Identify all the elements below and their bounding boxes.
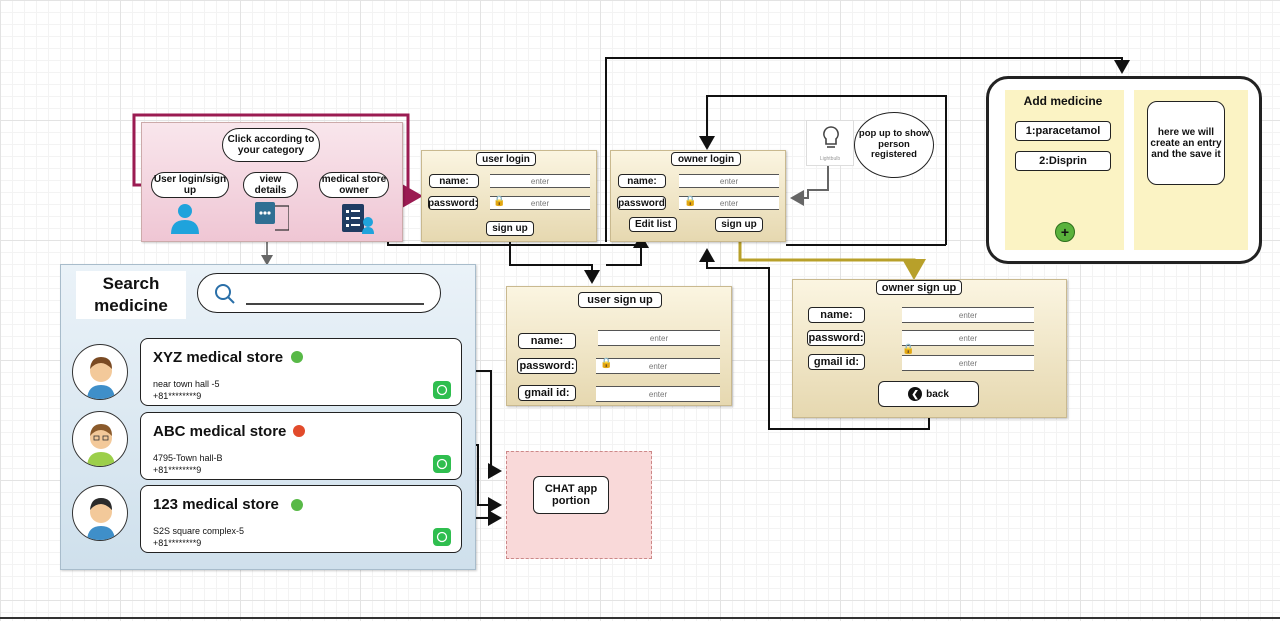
owner-login-name-field[interactable]: enter (679, 174, 779, 188)
avatar (72, 485, 128, 541)
whatsapp-icon[interactable] (433, 528, 451, 546)
popup-message: pop up to show person registered (854, 112, 934, 178)
details-icon (255, 202, 289, 231)
owner-signup-name-field[interactable]: enter (902, 307, 1034, 323)
user-login-name-label: name: (429, 174, 479, 188)
view-details-button[interactable]: view details (243, 172, 298, 198)
checklist-icon (342, 204, 374, 234)
user-icon (171, 204, 199, 234)
owner-login-signup-button[interactable]: sign up (715, 217, 763, 232)
boy-avatar-icon (87, 357, 115, 399)
search-icon (215, 284, 235, 304)
owner-signup-gmail-field[interactable]: enter (902, 355, 1034, 371)
lock-icon: 🔒 (600, 358, 613, 369)
category-instruction: Click according to your category (222, 128, 320, 162)
user-signup-password-field[interactable]: enter (596, 358, 720, 374)
bottom-divider (0, 617, 1280, 619)
owner-signup-password-label: password: (807, 330, 865, 346)
owner-login-password-field[interactable]: enter (679, 196, 779, 210)
store-card-123[interactable]: 123 medical store S2S square complex-5 +… (140, 485, 462, 553)
medical-store-owner-button[interactable]: medical store owner (319, 172, 389, 198)
user-login-signup-button[interactable]: User login/sign up (151, 172, 229, 198)
owner-login-password-label: password (617, 196, 666, 210)
owner-signup-gmail-label: gmail id: (808, 354, 865, 370)
status-dot (293, 425, 305, 437)
lightbulb-caption: Lightbulb (819, 156, 841, 162)
store-address: 4795-Town hall-B (153, 453, 223, 463)
user-signup-name-field[interactable]: enter (598, 330, 720, 346)
lock-icon: 🔒 (902, 344, 915, 355)
store-name: 123 medical store (153, 496, 279, 513)
owner-signup-password-field[interactable]: enter (902, 330, 1034, 346)
medicine-item-2[interactable]: 2:Disprin (1015, 151, 1111, 171)
user-signup-gmail-field[interactable]: enter (596, 386, 720, 402)
owner-signup-name-label: name: (808, 307, 865, 323)
store-address: near town hall -5 (153, 379, 220, 389)
search-title: Search medicine (76, 271, 186, 319)
boy-avatar-icon (87, 498, 115, 540)
store-name: ABC medical store (153, 423, 287, 440)
lock-icon: 🔒 (684, 196, 697, 207)
user-signup-title: user sign up (578, 292, 662, 308)
store-phone: +81********9 (153, 538, 202, 548)
search-input[interactable] (197, 273, 441, 313)
owner-signup-title: owner sign up (876, 280, 962, 295)
status-dot (291, 351, 303, 363)
back-arrow-icon: ❮ (908, 387, 923, 401)
store-phone: +81********9 (153, 465, 202, 475)
store-name: XYZ medical store (153, 349, 284, 366)
add-item-button[interactable]: + (1055, 222, 1075, 242)
store-card-abc[interactable]: ABC medical store 4795-Town hall-B +81**… (140, 412, 462, 480)
back-button[interactable]: ❮ back (878, 381, 979, 407)
add-medicine-title: Add medicine (1023, 94, 1103, 108)
user-login-signup-button[interactable]: sign up (486, 221, 534, 236)
user-signup-gmail-label: gmail id: (518, 385, 576, 401)
status-dot (291, 499, 303, 511)
lightbulb-icon (823, 126, 839, 148)
avatar (72, 411, 128, 467)
whatsapp-icon[interactable] (433, 381, 451, 399)
medicine-item-1[interactable]: 1:paracetamol (1015, 121, 1111, 141)
back-label: back (926, 388, 949, 400)
search-underline (246, 303, 424, 305)
user-signup-name-label: name: (518, 333, 576, 349)
lightbulb-box: Lightbulb (806, 120, 854, 166)
lock-icon: 🔒 (493, 196, 506, 207)
avatar (72, 344, 128, 400)
owner-login-title: owner login (671, 152, 741, 166)
user-login-title: user login (476, 152, 536, 166)
edit-list-button[interactable]: Edit list (629, 217, 677, 232)
chat-portion-label: CHAT app portion (533, 476, 609, 514)
boy-avatar-icon (87, 424, 115, 466)
store-address: S2S square complex-5 (153, 526, 245, 536)
user-login-name-field[interactable]: enter (490, 174, 590, 188)
user-login-password-field[interactable]: enter (490, 196, 590, 210)
whatsapp-icon[interactable] (433, 455, 451, 473)
user-signup-password-label: password: (517, 358, 577, 374)
owner-login-name-label: name: (618, 174, 666, 188)
user-login-password-label: password: (428, 196, 479, 210)
store-card-xyz[interactable]: XYZ medical store near town hall -5 +81*… (140, 338, 462, 406)
medicine-note: here we will create an entry and the sav… (1147, 101, 1225, 185)
store-phone: +81********9 (153, 391, 202, 401)
